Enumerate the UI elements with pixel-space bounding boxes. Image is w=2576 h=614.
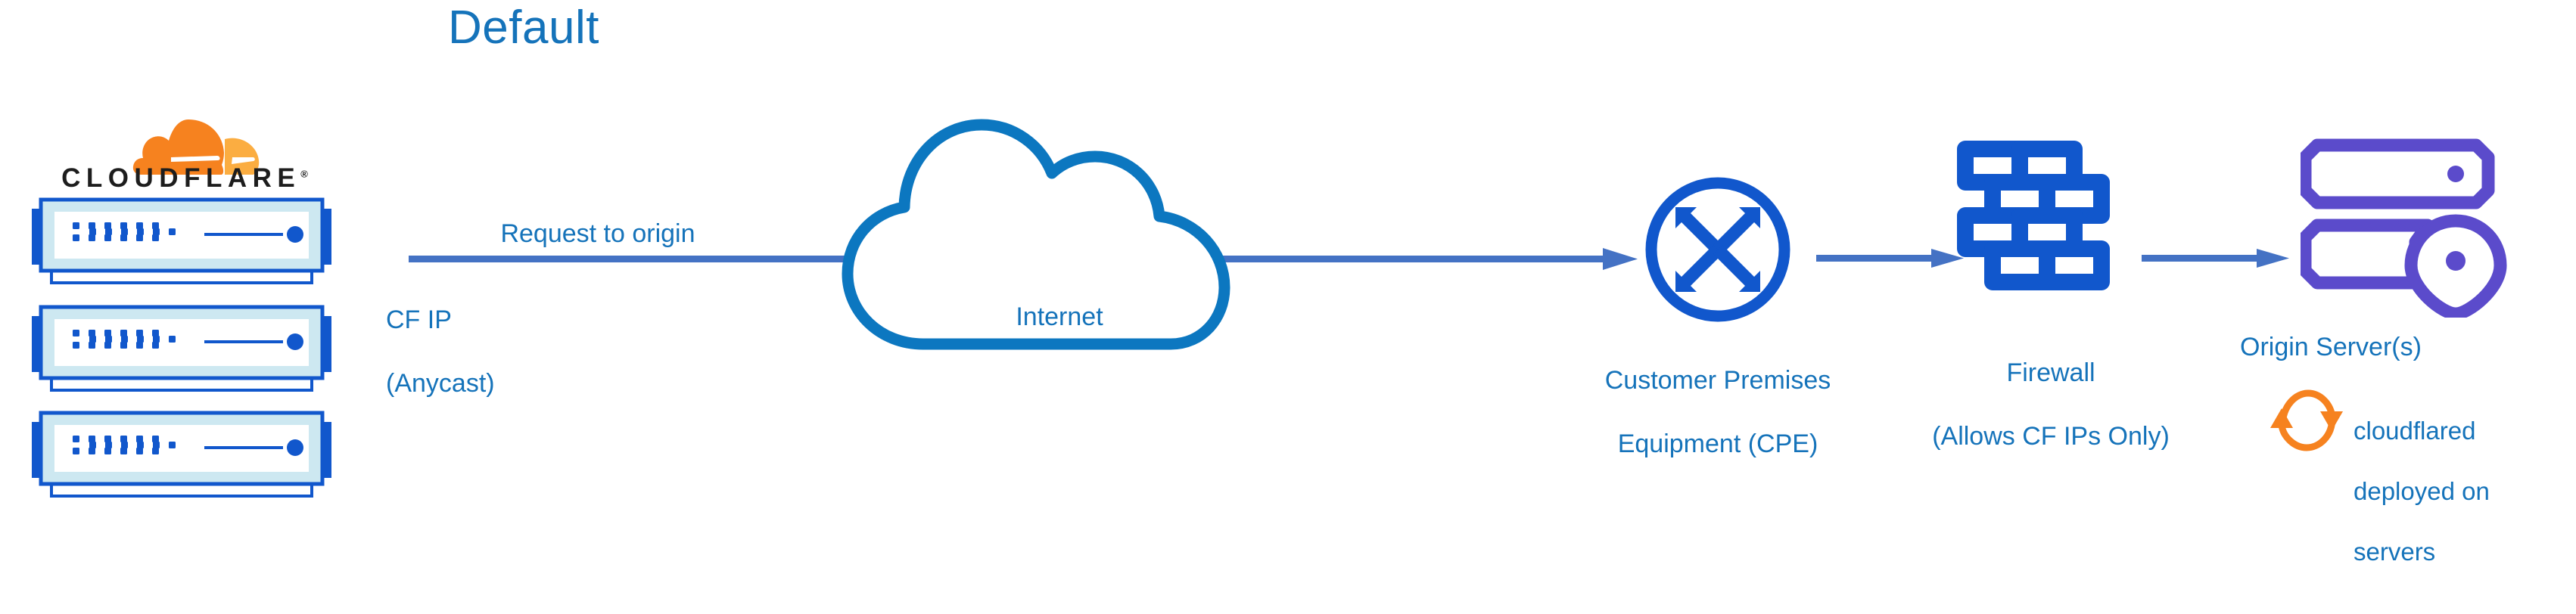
edge-arrow-cpe-to-firewall	[1816, 242, 1968, 281]
cloudflared-sync-icon-wrap	[2270, 384, 2343, 460]
firewall-label-line1: Firewall	[2006, 358, 2095, 387]
origin-server-node	[2298, 129, 2528, 321]
server-rack-icon	[32, 305, 331, 392]
cloudflare-wordmark: CLOUDFLARE®	[33, 163, 336, 194]
edge-arrow-firewall-to-origin	[2142, 242, 2293, 281]
router-icon	[1645, 177, 1790, 322]
arrow-right-icon	[1816, 249, 1964, 268]
internet-label: Internet	[1016, 302, 1103, 331]
internet-cloud	[832, 106, 1302, 359]
cloudflared-label: cloudflared deployed on servers	[2354, 386, 2565, 567]
server-rack-icon	[32, 411, 331, 498]
firewall-label-line2: (Allows CF IPs Only)	[1932, 422, 2170, 451]
cloudflare-wordmark-text: CLOUDFLARE	[61, 163, 301, 193]
brick-wall-icon	[1957, 141, 2110, 290]
cpe-label-line1: Customer Premises	[1604, 366, 1831, 395]
firewall-label: Firewall (Allows CF IPs Only)	[1854, 325, 2248, 452]
cloudflare-cloud-logo-icon	[132, 119, 260, 175]
page-title: Default	[448, 2, 599, 54]
origin-server-label: Origin Server(s)	[2240, 333, 2422, 361]
firewall-node	[1957, 141, 2117, 306]
cloudflare-logo: CLOUDFLARE®	[33, 106, 336, 197]
server-rack-unit-3	[23, 408, 341, 503]
cpe-router	[1642, 174, 1794, 329]
server-rack-unit-1	[23, 195, 341, 290]
request-to-origin-label: Request to origin	[500, 219, 695, 248]
cloud-icon	[842, 119, 1230, 350]
server-rack-unit-2	[23, 302, 341, 397]
cf-ip-label-line2: (Anycast)	[386, 369, 495, 398]
cf-ip-label-line1: CF IP	[386, 305, 452, 334]
origin-server-pin-icon	[2298, 138, 2507, 321]
arrow-right-icon	[2142, 249, 2289, 268]
cloudflared-label-line3: servers	[2354, 538, 2436, 566]
cloudflared-label-line1: cloudflared	[2354, 417, 2476, 445]
sync-arrows-icon	[2270, 389, 2343, 451]
cpe-label: Customer Premises Equipment (CPE)	[1476, 333, 1960, 460]
cpe-label-line2: Equipment (CPE)	[1617, 429, 1818, 458]
cloudflared-label-line2: deployed on	[2354, 477, 2490, 505]
registered-trademark-mark: ®	[300, 168, 308, 180]
server-rack-icon	[32, 197, 331, 284]
cf-ip-label: CF IP (Anycast)	[386, 272, 636, 399]
